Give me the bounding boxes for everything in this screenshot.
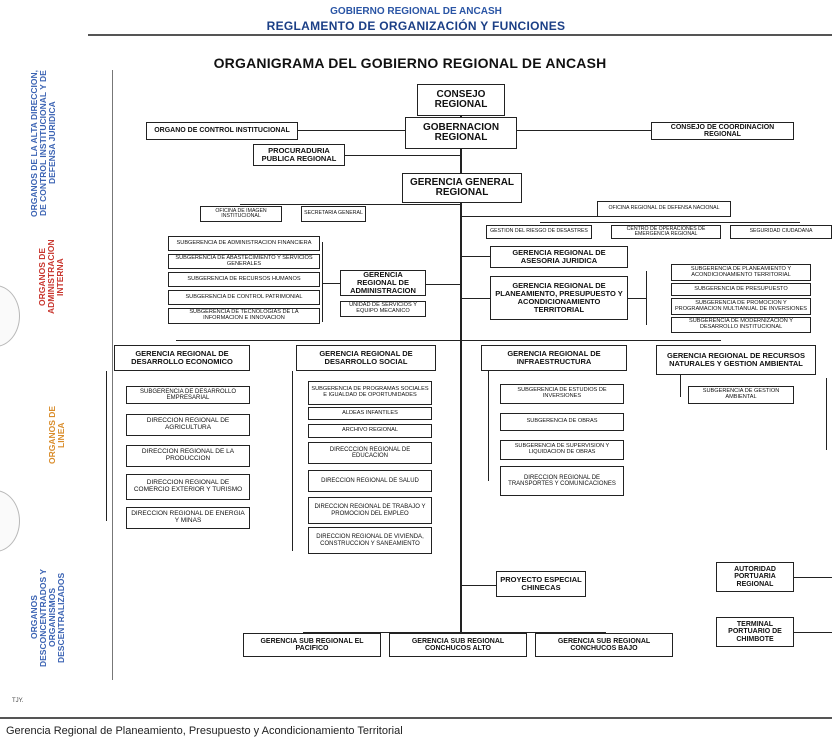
unidad-servicios-box[interactable]: UNIDAD DE SERVICIOS Y EQUIPO MECANICO [340, 301, 426, 317]
header-line-2: REGLAMENTO DE ORGANIZACIÓN Y FUNCIONES [266, 19, 566, 33]
seal-stamp-upper [0, 285, 20, 347]
social-sub-box[interactable]: SUBGERENCIA DE PROGRAMAS SOCIALES E IGUA… [308, 381, 432, 405]
connector-infraestructura [488, 371, 489, 481]
imagen-institucional-box[interactable]: OFICINA DE IMAGEN INSTITUCIONAL [200, 206, 282, 222]
autoridad-portuaria-box[interactable]: AUTORIDAD PORTUARIA REGIONAL [716, 562, 794, 592]
asesoria-juridica-box[interactable]: GERENCIA REGIONAL DE ASESORIA JURIDICA [490, 246, 628, 268]
connector-defensa [462, 216, 597, 217]
connector-ambiental [680, 375, 681, 397]
social-sub-box[interactable]: ALDEAS INFANTILES [308, 407, 432, 420]
side-label-desconcentrados: ORGANOS DESCONCENTRADOS Y ORGANISMOS DES… [29, 568, 66, 667]
infraestructura-sub-box[interactable]: SUBGERENCIA DE ESTUDIOS DE INVERSIONES [500, 384, 624, 404]
connector-planeamiento-subs-v [646, 271, 647, 325]
connector-admin-subs [322, 242, 323, 322]
connector-planeamiento [462, 298, 490, 299]
economico-sub-box[interactable]: DIRECCION REGIONAL DE AGRICULTURA [126, 414, 250, 436]
connector-admin-subs-link [322, 283, 340, 284]
tjy-mark: TJY. [12, 698, 24, 704]
footer-divider [0, 717, 832, 719]
admin-sub-box[interactable]: SUBGERENCIA DE ADMINISTRACION FINANCIERA [168, 236, 320, 251]
side-label-linea: ORGANOS DE LINEA [47, 405, 66, 465]
sub-regional-box[interactable]: GERENCIA SUB REGIONAL CONCHUCOS BAJO [535, 633, 673, 657]
connector-linea-bus [176, 340, 721, 341]
centro-emergencia-box[interactable]: CENTRO DE OPERACIONES DE EMERGENCIA REGI… [611, 225, 721, 239]
infraestructura-sub-box[interactable]: SUBGERENCIA DE SUPERVISION Y LIQUIDACION… [500, 440, 624, 460]
gerencia-administracion-box[interactable]: GERENCIA REGIONAL DE ADMINISTRACION [340, 270, 426, 296]
seguridad-ciudadana-box[interactable]: SEGURIDAD CIUDADANA [730, 225, 832, 239]
footer-text: Gerencia Regional de Planeamiento, Presu… [6, 725, 403, 737]
connector-spine [460, 100, 462, 560]
economico-sub-box[interactable]: SUBGERENCIA DE DESARROLLO EMPRESARIAL [126, 386, 250, 404]
chart-title: ORGANIGRAMA DEL GOBIERNO REGIONAL DE ANC… [213, 55, 607, 71]
connector-spine-lower [460, 560, 462, 632]
infraestructura-sub-box[interactable]: DIRECCION REGIONAL DE TRANSPORTES Y COMU… [500, 466, 624, 496]
terminal-portuario-box[interactable]: TERMINAL PORTUARIO DE CHIMBOTE [716, 617, 794, 647]
social-sub-box[interactable]: DIRECCCION REGIONAL DE EDUCACION [308, 442, 432, 464]
connector-staff-left [240, 204, 460, 205]
control-institucional-box[interactable]: ORGANO DE CONTROL INSTITUCIONAL [146, 122, 298, 140]
gerencia-infraestructura-box[interactable]: GERENCIA REGIONAL DE INFRAESTRUCTURA [481, 345, 627, 371]
procuraduria-box[interactable]: PROCURADURIA PUBLICA REGIONAL [253, 144, 345, 166]
chinecas-box[interactable]: PROYECTO ESPECIAL CHINECAS [496, 571, 586, 597]
connector-procuraduria [345, 155, 460, 156]
coordinacion-regional-box[interactable]: CONSEJO DE COORDINACION REGIONAL [651, 122, 794, 140]
connector-social [292, 371, 293, 551]
header-divider [88, 34, 832, 36]
planeamiento-box[interactable]: GERENCIA REGIONAL DE PLANEAMIENTO, PRESU… [490, 276, 628, 320]
connector-control [298, 130, 405, 131]
connector-right-edge [826, 378, 827, 450]
admin-sub-box[interactable]: SUBGERENCIA DE TECNOLOGIAS DE LA INFORMA… [168, 308, 320, 324]
connector-portuario [794, 577, 832, 578]
connector-portuario-terminal [794, 632, 832, 633]
connector-chinecas [462, 585, 496, 586]
economico-sub-box[interactable]: DIRECCION REGIONAL DE ENERGIA Y MINAS [126, 507, 250, 529]
secretaria-general-box[interactable]: SECRETARIA GENERAL [301, 206, 366, 222]
connector-defensa-subs [540, 222, 800, 223]
social-sub-box[interactable]: ARCHIVO REGIONAL [308, 424, 432, 438]
riesgo-desastres-box[interactable]: GESTION DEL RIESGO DE DESASTRES [486, 225, 592, 239]
admin-sub-box[interactable]: SUBGERENCIA DE RECURSOS HUMANOS [168, 272, 320, 287]
header-line-1: GOBIERNO REGIONAL DE ANCASH [330, 6, 502, 17]
planeamiento-sub-box[interactable]: SUBGERENCIA DE PRESUPUESTO [671, 283, 811, 296]
gobernacion-regional-box[interactable]: GOBERNACION REGIONAL [405, 117, 517, 149]
planeamiento-sub-box[interactable]: SUBGERENCIA DE MODERNIZACION Y DESARROLL… [671, 317, 811, 333]
gerencia-general-box[interactable]: GERENCIA GENERAL REGIONAL [402, 173, 522, 203]
defensa-nacional-box[interactable]: OFICINA REGIONAL DE DEFENSA NACIONAL [597, 201, 731, 217]
social-sub-box[interactable]: DIRECCION REGIONAL DE VIVIENDA, CONSTRUC… [308, 527, 432, 554]
economico-sub-box[interactable]: DIRECCION REGIONAL DE LA PRODUCCION [126, 445, 250, 467]
gerencia-social-box[interactable]: GERENCIA REGIONAL DE DESARROLLO SOCIAL [296, 345, 436, 371]
sub-regional-box[interactable]: GERENCIA SUB REGIONAL EL PACIFICO [243, 633, 381, 657]
social-sub-box[interactable]: DIRECCION REGIONAL DE TRABAJO Y PROMOCIO… [308, 497, 432, 524]
admin-sub-box[interactable]: SUBGERENCIA DE ABASTECIMIENTO Y SERVICIO… [168, 254, 320, 269]
infraestructura-sub-box[interactable]: SUBGERENCIA DE OBRAS [500, 413, 624, 431]
admin-sub-box[interactable]: SUBGERENCIA DE CONTROL PATRIMONIAL [168, 290, 320, 305]
planeamiento-sub-box[interactable]: SUBGERENCIA DE PLANEAMIENTO Y ACONDICION… [671, 264, 811, 281]
connector-sub-regionales [303, 632, 606, 633]
side-label-alta-direccion: ORGANOS DE LA ALTA DIRECCION, DE CONTROL… [29, 69, 57, 217]
planeamiento-sub-box[interactable]: SUBGERENCIA DE PROMOCION Y PROGRAMACION … [671, 298, 811, 315]
connector-asesoria [462, 256, 490, 257]
gerencia-economico-box[interactable]: GERENCIA REGIONAL DE DESARROLLO ECONOMIC… [114, 345, 250, 371]
gerencia-ambiental-box[interactable]: GERENCIA REGIONAL DE RECURSOS NATURALES … [656, 345, 816, 375]
sub-regional-box[interactable]: GERENCIA SUB REGIONAL CONCHUCOS ALTO [389, 633, 527, 657]
side-label-administracion: ORGANOS DE ADMINISTRACION INTERNA [37, 239, 65, 315]
connector-economico [106, 371, 107, 521]
consejo-regional-box[interactable]: CONSEJO REGIONAL [417, 84, 505, 116]
connector-planeamiento-subs [628, 298, 646, 299]
social-sub-box[interactable]: DIRECCION REGIONAL DE SALUD [308, 470, 432, 492]
ambiental-sub-box[interactable]: SUBGERENCIA DE GESTION AMBIENTAL [688, 386, 794, 404]
section-separator [112, 70, 113, 680]
seal-stamp-lower [0, 490, 20, 552]
connector-coordinacion [517, 130, 651, 131]
connector-administracion [426, 284, 460, 285]
economico-sub-box[interactable]: DIRECCION REGIONAL DE COMERCIO EXTERIOR … [126, 474, 250, 500]
